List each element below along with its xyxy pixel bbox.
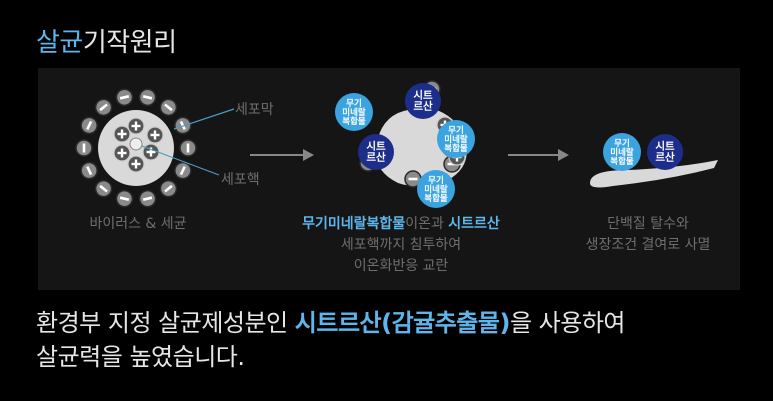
- bubble-text: 복합물: [342, 116, 366, 127]
- bacteria-cell-icon: [75, 86, 197, 210]
- negative-charge-icon: [137, 86, 158, 108]
- bubble-text: 미네랄: [444, 134, 468, 145]
- bubble-text: 시트: [413, 90, 433, 102]
- negative-charge-icon: [77, 114, 101, 137]
- caption-line2: 생장조건 결여로 사멸: [585, 237, 711, 253]
- negative-charge-icon: [114, 188, 135, 210]
- description: 환경부 지정 살균제성분인 시트르산(감귤추출물)을 사용하여 살균력을 높였습…: [36, 306, 625, 374]
- negative-charge-icon: [91, 176, 116, 201]
- bubble-text: 르산: [655, 151, 675, 164]
- citric-bubble: 시트르산: [358, 134, 394, 170]
- citric-bubble: 시트르산: [405, 83, 441, 119]
- dehydrated-cell-icon: [590, 160, 718, 188]
- nucleus-pointer: [141, 145, 220, 176]
- negative-charge-icon: [77, 159, 101, 182]
- negative-charge-icon: [137, 188, 158, 210]
- negative-charge-icon: [171, 159, 195, 182]
- mineral-bubble: 무기미네랄복합물: [603, 133, 641, 171]
- title-rest: 기작원리: [82, 28, 177, 58]
- desc-highlight: 시트르산(감귤추출물): [294, 309, 511, 337]
- desc-post: 을 사용하여: [509, 309, 626, 337]
- bubble-text: 복합물: [444, 143, 468, 154]
- bubble-text: 미네랄: [342, 107, 366, 118]
- caption-mid: 이온과: [405, 216, 449, 232]
- mineral-bubble: 무기미네랄복합물: [417, 170, 455, 208]
- mineral-bubble: 무기미네랄복합물: [335, 93, 373, 131]
- negative-charge-icon: [114, 86, 135, 108]
- caption-line1: 단백질 탈수와: [607, 216, 689, 232]
- caption-citric: 시트르산: [448, 216, 500, 232]
- bubble-text: 시트: [366, 141, 386, 153]
- bubble-text: 미네랄: [424, 184, 448, 195]
- negative-charge-icon: [91, 95, 116, 120]
- bubble-text: 무기: [448, 125, 464, 136]
- arrow-icon: [508, 149, 569, 161]
- desc-line2: 살균력을 높였습니다.: [36, 343, 245, 371]
- caption-line3: 이온화반응 교란: [353, 258, 449, 274]
- page-title: 살균기작원리: [36, 22, 177, 59]
- bubble-text: 르산: [413, 100, 433, 113]
- bubble-text: 르산: [366, 151, 386, 164]
- bubble-text: 시트: [655, 141, 675, 153]
- diagram-svg: 세포막 세포핵 무기미네랄복합물시트르산무기미네랄복합물시트르산무기미네랄복합물…: [75, 80, 718, 210]
- title-accent: 살균: [36, 28, 83, 58]
- bubble-text: 무기: [614, 138, 630, 149]
- caption-mineral: 무기미네랄복합물: [302, 216, 406, 232]
- arrow-icon: [250, 149, 314, 161]
- nucleus-label: 세포핵: [221, 172, 260, 188]
- membrane-label: 세포막: [235, 102, 274, 118]
- bubble-text: 미네랄: [610, 147, 634, 158]
- negative-charge-icon: [75, 139, 93, 157]
- step3-caption: 단백질 탈수와 생장조건 결여로 사멸: [558, 214, 738, 256]
- negative-charge-icon: [179, 139, 197, 157]
- step2-caption: 무기미네랄복합물이온과 시트르산 세포핵까지 침투하여 이온화반응 교란: [266, 214, 536, 277]
- bubble-text: 복합물: [424, 193, 448, 204]
- mineral-bubble: 무기미네랄복합물: [437, 120, 475, 158]
- negative-charge-icon: [156, 176, 181, 201]
- caption-line2: 세포핵까지 침투하여: [340, 237, 462, 253]
- bubble-text: 무기: [428, 175, 444, 186]
- membrane-pointer: [173, 108, 235, 130]
- citric-bubble: 시트르산: [647, 134, 683, 170]
- bubble-text: 무기: [346, 98, 362, 109]
- bubble-text: 복합물: [610, 156, 634, 167]
- desc-pre: 환경부 지정 살균제성분인: [36, 309, 295, 337]
- negative-charge-icon: [156, 95, 181, 120]
- step1-caption: 바이러스 & 세균: [89, 216, 187, 232]
